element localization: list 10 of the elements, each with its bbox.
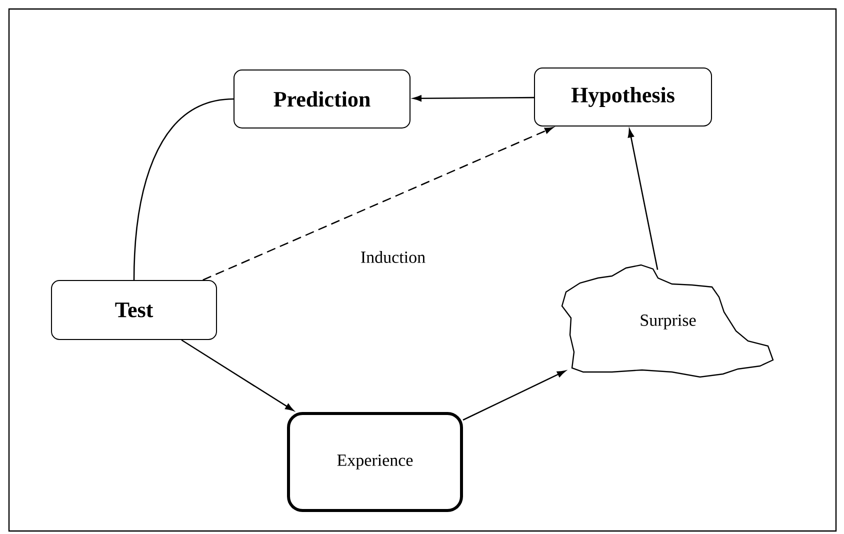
arrow [181,339,294,411]
process-box: Test [51,280,217,340]
arrow [462,370,566,421]
process-box: Experience [287,412,463,512]
process-box: Hypothesis [534,68,712,126]
process-box: Prediction [234,70,410,128]
edge-label: Induction [358,249,428,265]
arrow [202,127,554,281]
arrow [413,95,534,102]
arrow [628,128,658,270]
